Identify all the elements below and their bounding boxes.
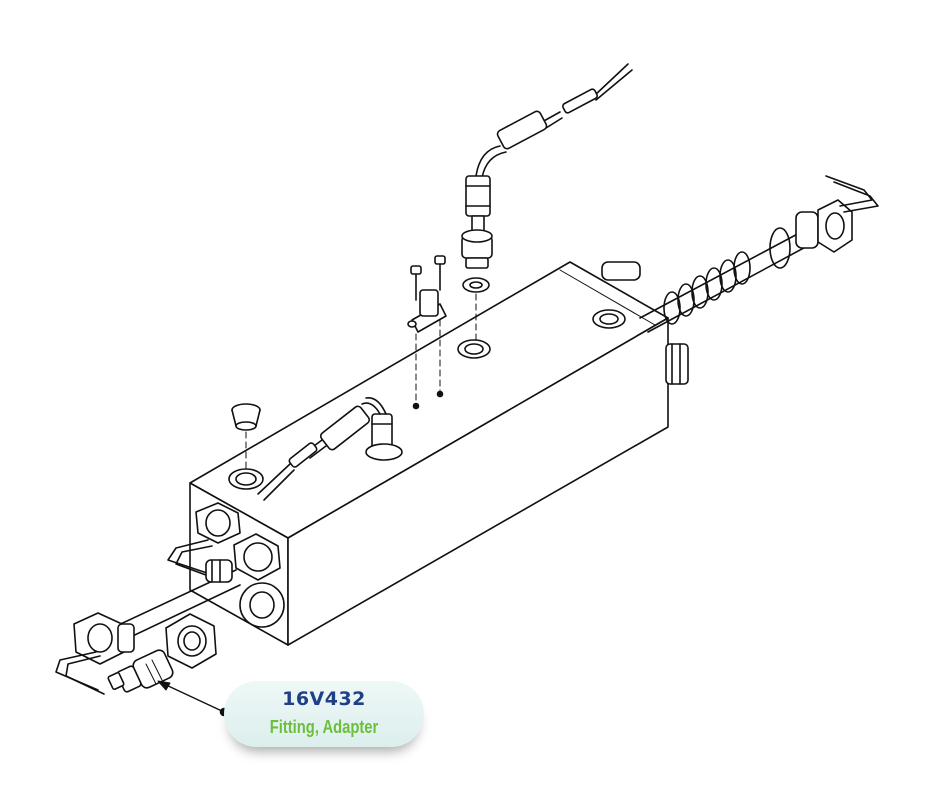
left-heater-wire: [55, 651, 105, 695]
right-hose-nut: [795, 199, 853, 253]
loose-nut: [165, 613, 217, 669]
top-port-left: [228, 468, 264, 490]
switch-screw-left: [410, 265, 422, 301]
part-description-label: Fitting, Adapter: [269, 717, 379, 737]
left-wire-hooks: [167, 539, 215, 579]
right-hose: [639, 221, 827, 333]
top-port-center: [457, 339, 491, 359]
lower-sensor-sleeve: [288, 405, 371, 468]
lower-sensor-probe: [365, 413, 403, 461]
switch-hole-left: [412, 402, 420, 410]
upper-sensor-washer: [462, 277, 490, 293]
front-port-lower: [239, 582, 285, 628]
front-port-upper: [195, 502, 241, 544]
top-port-right: [592, 309, 626, 329]
right-heater-wire: [825, 175, 879, 213]
adapter-fitting: [107, 649, 174, 693]
right-spring: [663, 227, 791, 325]
left-hose-nut: [73, 612, 135, 665]
upper-sensor-sleeve: [496, 88, 598, 150]
part-number-label: 16V432: [282, 688, 366, 710]
switch-hole-right: [436, 390, 444, 398]
upper-sensor-probe: [465, 175, 491, 233]
port-plug: [231, 403, 261, 431]
upper-sensor-nut: [461, 229, 493, 269]
rear-fitting: [601, 261, 689, 385]
callout-leader-arrowhead: [157, 680, 171, 691]
part-callout: 16V432 Fitting, Adapter: [224, 681, 424, 747]
left-fitting: [205, 559, 233, 583]
switch-screw-right: [434, 255, 446, 291]
front-nut: [233, 533, 281, 581]
upper-sensor-cable: [475, 63, 633, 179]
thermal-switch: [407, 289, 447, 333]
callout-leader-line: [163, 683, 225, 713]
